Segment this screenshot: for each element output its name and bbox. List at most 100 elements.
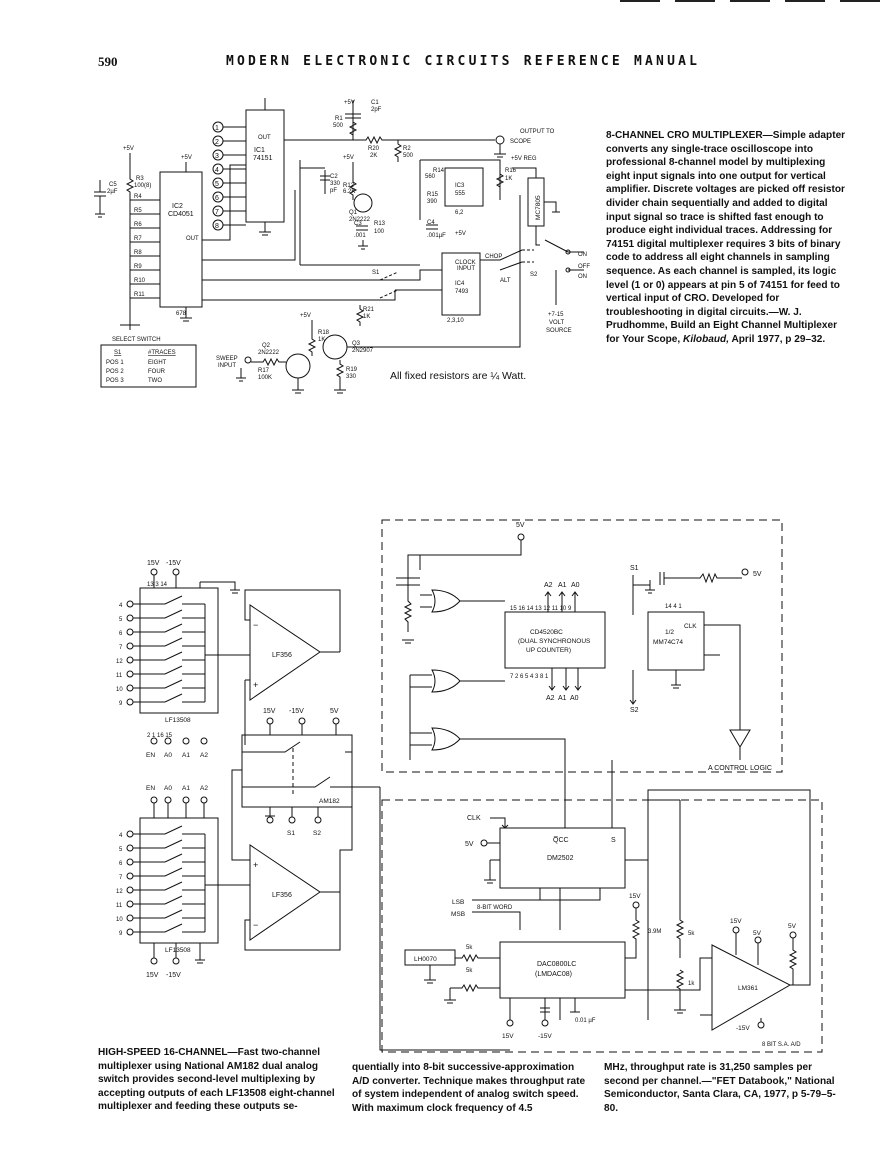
select-switch-header-traces: #TRACES: [148, 350, 176, 356]
cd4520bc-counter: [504, 611, 606, 669]
clock-input-label-2: INPUT: [457, 266, 475, 272]
r-3-9m: 3.9M: [648, 929, 661, 935]
q-v5-label: +5V: [300, 313, 311, 319]
page-top-rule: [620, 0, 890, 2]
comp-m15v: -15V: [736, 1025, 750, 1032]
caption-16-channel-col3: MHz, throughput rate is 31,250 samples p…: [604, 1062, 836, 1114]
v5-reg-label: +5V REG: [511, 156, 537, 162]
r1-label: R1: [335, 116, 343, 122]
r18-value: 1K: [318, 337, 325, 343]
r15-value: 390: [427, 199, 438, 205]
counter-a1-bot-label: A1: [558, 695, 567, 702]
channel-2-label: 2: [215, 139, 219, 146]
c1-v5-label: +5V: [344, 100, 355, 106]
comp-5v-2: 5V: [788, 923, 797, 930]
c4-capacitor: [426, 224, 438, 230]
q1-label: Q1: [349, 210, 358, 216]
svg-text:−: −: [253, 620, 258, 630]
sa-adc-label: 8 BIT S.A. A/D: [762, 1042, 801, 1048]
ic3-part: 555: [455, 191, 466, 197]
mux2-pin-5: 5: [119, 847, 123, 853]
c5-value: 2µF: [107, 189, 118, 195]
r6-label: R6: [134, 222, 142, 228]
sar-label: DM2502: [547, 855, 574, 862]
am182-m15v: -15V: [289, 708, 304, 715]
counter-v5-label: 5V: [516, 522, 525, 529]
r1-value: 500: [333, 123, 344, 129]
r2-value: 500: [403, 153, 414, 159]
q3-part: 2N2907: [352, 348, 374, 354]
select-row-2-pos: POS 2: [106, 369, 124, 375]
control-logic-label: A CONTROL LOGIC: [708, 765, 772, 772]
page-number: 590: [98, 54, 118, 69]
dac-15v: 15V: [502, 1033, 514, 1040]
mux1-pin-9: 9: [119, 701, 123, 707]
or-gate-3: [431, 727, 461, 751]
caption-8-channel: 8-CHANNEL CRO MULTIPLEXER—Simple adapter…: [606, 129, 846, 347]
select-row-3-traces: TWO: [148, 378, 162, 384]
counter-label-1: CD4520BC: [530, 629, 563, 636]
r21-label: R21: [363, 307, 375, 313]
r14-label: R14: [433, 168, 445, 174]
c5-capacitor: [94, 180, 106, 214]
channel-3-label: 3: [215, 153, 219, 160]
select-row-1-pos: POS 1: [106, 360, 124, 366]
counter-a2-label: A2: [544, 582, 553, 589]
or-gate-1: [431, 589, 461, 613]
svg-text:−: −: [253, 920, 258, 930]
output-label-1: OUTPUT TO: [520, 129, 555, 135]
c1-label: C1: [371, 100, 379, 106]
resistor-chain: [120, 196, 140, 330]
sar-clk-label: CLK: [467, 815, 481, 822]
lsb-label: LSB: [452, 899, 464, 906]
channel-5-label: 5: [215, 181, 219, 188]
mux1-label: LF13508: [165, 717, 191, 724]
r16-resistor: [495, 170, 505, 192]
c2-capacitor: [320, 170, 330, 194]
q1-transistor: [353, 193, 373, 213]
c4-value: .001µF: [427, 233, 446, 239]
r12-label: R12: [343, 183, 355, 189]
c1-value: 2pF: [371, 107, 382, 113]
counter-a0-bot-label: A0: [570, 695, 579, 702]
dac-cap-label: 0.01 µF: [575, 1018, 596, 1024]
mux2-pin-11: 11: [116, 903, 123, 909]
r12-value: 6.2K: [343, 189, 355, 195]
r4-label: R4: [134, 194, 142, 200]
control-v5-label: 5V: [753, 571, 762, 578]
mux2-pin-4: 4: [119, 833, 123, 839]
msb-label: MSB: [451, 911, 465, 918]
sweep-input-label-1: SWEEP: [216, 356, 238, 362]
am182-5v: 5V: [330, 708, 339, 715]
am182-switch: [241, 734, 353, 808]
eight-bit-word-label: 8-BIT WORD: [477, 905, 513, 911]
r-5k: 5k: [688, 931, 695, 937]
r5-label: R5: [134, 208, 142, 214]
opamp1-label: LF356: [272, 652, 292, 659]
ic2-part: CD4051: [168, 211, 194, 218]
mux1-en: EN: [146, 752, 155, 759]
r14-value: 560: [425, 174, 436, 180]
select-switch-title: SELECT SWITCH: [112, 337, 161, 343]
c3-capacitor: [356, 225, 368, 231]
mux2-a1: A1: [182, 785, 190, 792]
dac-label-2: (LMDAC08): [535, 971, 572, 978]
r20-value: 2K: [370, 153, 377, 159]
control-cap: [396, 577, 420, 586]
r19-label: R19: [346, 367, 358, 373]
am182-s2: S2: [313, 830, 321, 837]
ic3-pins: 6,2: [455, 210, 464, 216]
dac-r5k-2: 5k: [466, 968, 473, 974]
ic3-label: IC3: [455, 183, 465, 189]
caption-16-channel-a: Fast two-channel multiplexer using Natio…: [98, 1047, 335, 1113]
on-label-2: ON: [578, 274, 587, 280]
lh0070-label: LH0070: [414, 956, 437, 963]
am182-15v: 15V: [263, 708, 276, 715]
r13-label: R13: [374, 221, 386, 227]
r17-value: 100K: [258, 375, 272, 381]
r9-label: R9: [134, 264, 142, 270]
ff-part: MM74C74: [653, 639, 683, 646]
s1-label: S1: [372, 270, 380, 276]
channel-4-label: 4: [215, 167, 219, 174]
